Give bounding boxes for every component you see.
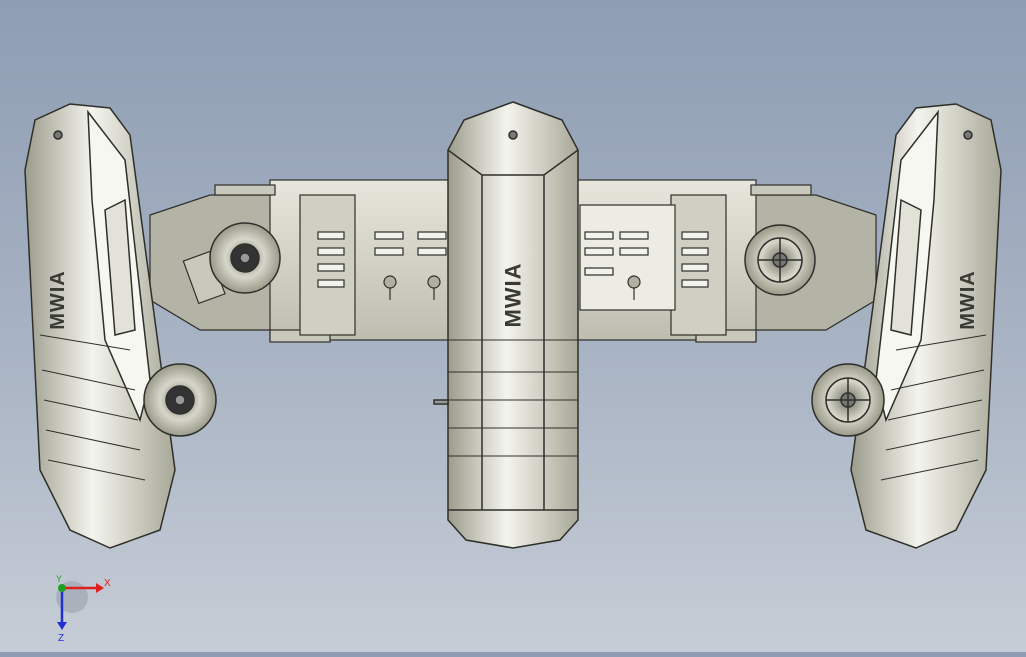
left-pod-emboss: MWIA — [47, 270, 69, 330]
wheel-left-upper — [209, 222, 281, 294]
axis-triad: X Y Z — [56, 574, 111, 644]
right-pod-emboss: MWIA — [957, 270, 979, 330]
y-axis-dot — [58, 584, 66, 592]
x-axis-label: X — [104, 578, 111, 589]
wheel-right-upper — [744, 224, 816, 296]
y-axis-label: Y — [56, 574, 62, 584]
z-axis-label: Z — [58, 633, 64, 644]
wheel-right-lower — [811, 363, 885, 437]
left-arm-assembly — [149, 179, 451, 343]
wheel-left-lower — [143, 363, 217, 437]
right-arm-assembly — [575, 179, 877, 343]
right-pod: MWIA — [850, 103, 1002, 549]
left-pod: MWIA — [24, 103, 176, 549]
center-pod-emboss: MWIA — [501, 262, 526, 327]
center-pod: MWIA — [433, 101, 579, 549]
